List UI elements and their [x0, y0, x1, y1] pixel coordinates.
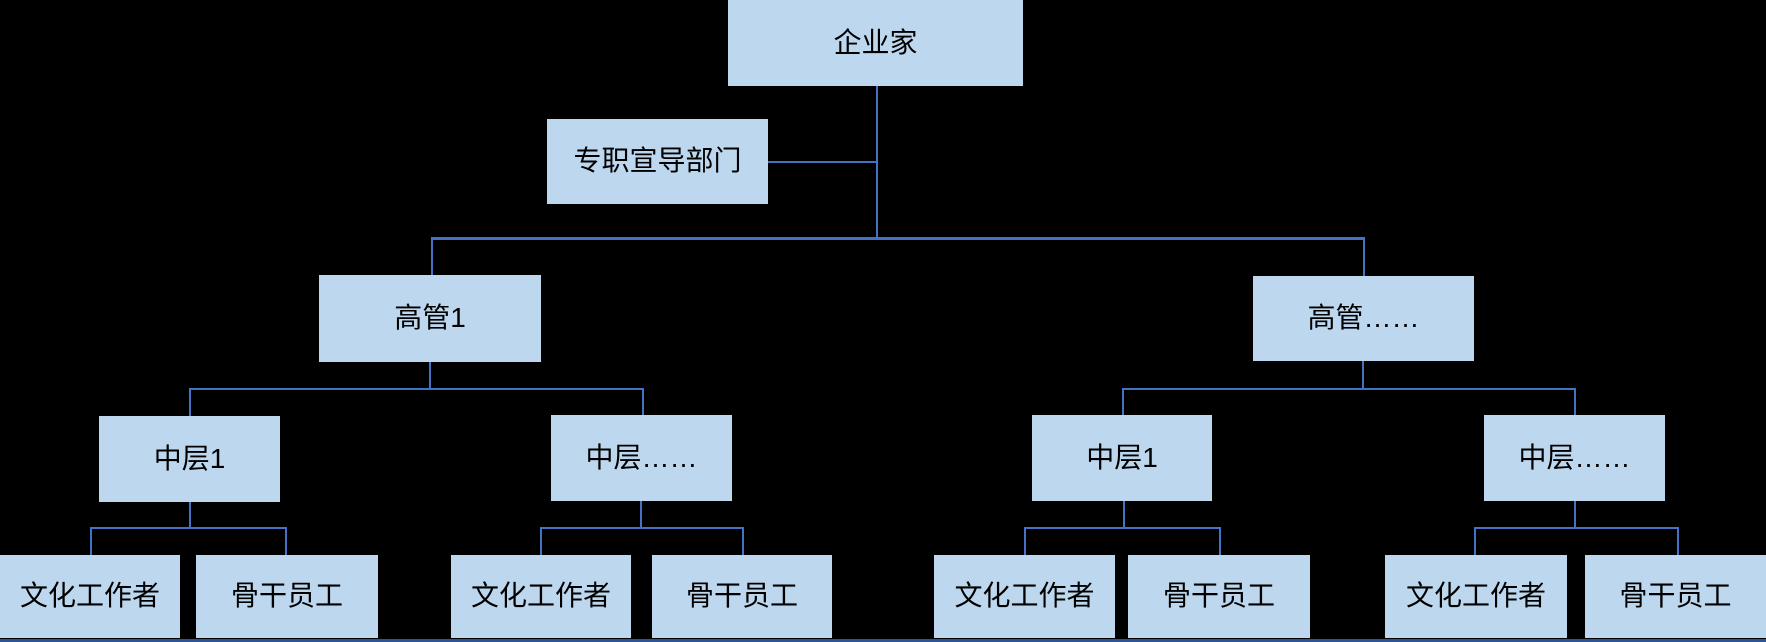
connector-advocacy-branch [768, 161, 877, 163]
connector-drop-culture-2 [540, 527, 542, 555]
node-culture-worker-3: 文化工作者 [934, 555, 1115, 638]
node-advocacy-department: 专职宣导部门 [547, 119, 768, 204]
connector-drop-key-emp-1 [285, 527, 287, 555]
node-culture-worker-1: 文化工作者 [0, 555, 180, 638]
node-executive-etc: 高管…… [1253, 276, 1474, 361]
connector-drop-middle-etc-right [1574, 388, 1576, 415]
connector-drop-culture-3 [1024, 527, 1026, 555]
node-key-employee-2: 骨干员工 [652, 555, 832, 638]
node-key-employee-1: 骨干员工 [196, 555, 378, 638]
connector-drop-middle-1-left [189, 388, 191, 416]
node-culture-worker-4: 文化工作者 [1385, 555, 1567, 638]
connector-trunk-executive-etc [1362, 361, 1364, 389]
node-executive-1: 高管1 [319, 275, 541, 362]
connector-trunk-middle-etc-left [640, 501, 642, 528]
connector-drop-middle-1-right [1122, 388, 1124, 415]
connector-drop-executive-etc [1363, 237, 1365, 276]
node-entrepreneur: 企业家 [728, 0, 1023, 86]
connector-drop-middle-etc-left [642, 388, 644, 415]
connector-drop-culture-4 [1474, 527, 1476, 555]
connector-executives-rail [431, 237, 1364, 240]
connector-trunk-entrepreneur [876, 86, 878, 238]
connector-middle-rail-left [189, 388, 643, 390]
connector-trunk-executive-1 [429, 362, 431, 389]
node-middle-1-right: 中层1 [1032, 415, 1212, 501]
connector-staff-rail-2 [540, 527, 743, 529]
node-middle-1-left: 中层1 [99, 416, 280, 502]
connector-drop-culture-1 [90, 527, 92, 555]
connector-trunk-middle-etc-right [1574, 501, 1576, 528]
node-middle-etc-left: 中层…… [551, 415, 732, 501]
connector-staff-rail-4 [1474, 527, 1678, 529]
connector-middle-rail-right [1122, 388, 1575, 390]
connector-bottom-cutoff-line [0, 639, 1766, 642]
node-culture-worker-2: 文化工作者 [451, 555, 631, 638]
node-key-employee-4: 骨干员工 [1585, 555, 1766, 638]
connector-drop-key-emp-3 [1219, 527, 1221, 555]
connector-trunk-middle-1-right [1123, 501, 1125, 528]
node-key-employee-3: 骨干员工 [1128, 555, 1310, 638]
connector-staff-rail-3 [1024, 527, 1220, 529]
node-middle-etc-right: 中层…… [1484, 415, 1665, 501]
connector-trunk-middle-1-left [189, 502, 191, 528]
connector-staff-rail-1 [90, 527, 286, 529]
connector-drop-executive-1 [431, 237, 433, 275]
connector-drop-key-emp-2 [742, 527, 744, 555]
connector-drop-key-emp-4 [1677, 527, 1679, 555]
